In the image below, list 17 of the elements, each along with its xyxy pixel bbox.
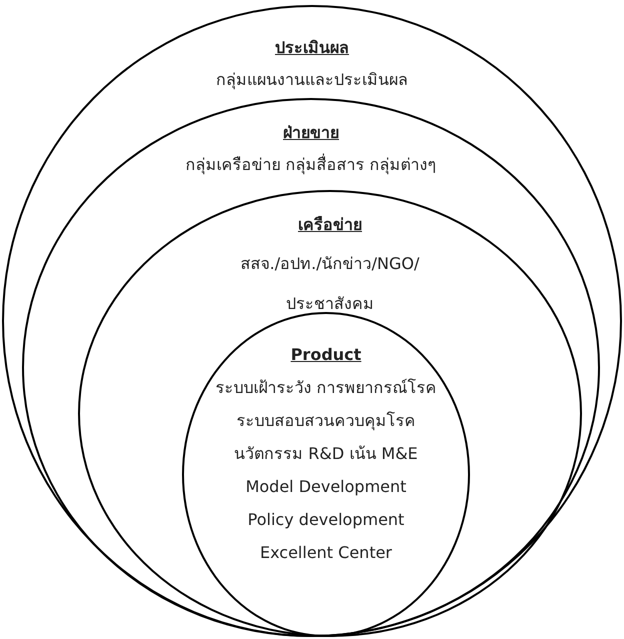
circle xyxy=(22,98,600,637)
circle xyxy=(78,190,582,637)
body-text: กลุ่มแผนงานและประเมินผล xyxy=(216,69,408,91)
body-text: ระบบสอบสวนควบคุมโรค xyxy=(236,410,416,432)
heading: Product xyxy=(290,344,362,366)
heading: ประเมินผล xyxy=(275,37,349,59)
body-text: นวัตกรรม R&D เน้น M&E xyxy=(234,443,418,465)
body-text: Excellent Center xyxy=(260,542,392,564)
body-text: Policy development xyxy=(248,509,404,531)
heading: เครือข่าย xyxy=(298,214,362,236)
body-text: Model Development xyxy=(246,476,406,498)
body-text: กลุ่มเครือข่าย กลุ่มสื่อสาร กลุ่มต่างๆ xyxy=(185,154,437,176)
circle xyxy=(2,5,622,637)
body-text: สสจ./อปท./นักข่าว/NGO/ ประชาสังคม xyxy=(240,253,420,315)
heading: ฝ่ายขาย xyxy=(283,122,339,144)
circle xyxy=(182,312,470,637)
body-text: ระบบเฝ้าระวัง การพยากรณ์โรค xyxy=(215,377,437,399)
